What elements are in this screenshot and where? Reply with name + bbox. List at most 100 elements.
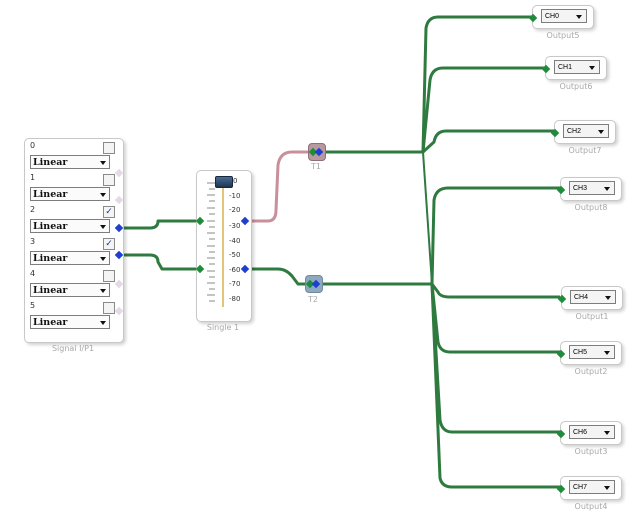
output-ch4-select[interactable]: CH4: [570, 290, 616, 304]
channel-0-index: 0: [30, 141, 36, 150]
wire-to-ch3: [430, 186, 560, 285]
fader-tick-label: -20: [229, 206, 241, 214]
wire-fader-to-t1: [246, 150, 312, 223]
checkmark-icon: ✓: [105, 207, 113, 217]
output-ch0-select[interactable]: CH0: [541, 9, 587, 23]
junction-t2-caption: T2: [308, 295, 318, 304]
channel-4-index: 4: [30, 269, 36, 278]
fader-tick-label: -70: [229, 280, 241, 288]
wire-to-ch2: [421, 129, 555, 154]
chevron-down-icon: [100, 321, 106, 325]
chevron-down-icon: [589, 66, 595, 70]
fader-knob[interactable]: [215, 176, 233, 188]
output-ch1-select[interactable]: CH1: [554, 60, 600, 74]
output-ch7-value: CH7: [573, 484, 588, 491]
channel-5-enable-checkbox[interactable]: [103, 302, 115, 314]
channel-4-mode-select[interactable]: Linear: [30, 283, 110, 297]
output-ch6-select[interactable]: CH6: [569, 425, 615, 439]
wire-fader-to-t2: [246, 267, 306, 286]
channel-1-mode-select[interactable]: Linear: [30, 187, 110, 201]
chevron-down-icon: [604, 187, 610, 191]
output-ch2-value: CH2: [567, 128, 582, 135]
channel-3-mode-value: Linear: [33, 253, 68, 264]
channel-1-enable-checkbox[interactable]: [103, 174, 115, 186]
output-ch6-value: CH6: [573, 429, 588, 436]
output-ch0-caption: Output5: [546, 31, 580, 40]
channel-4-mode-value: Linear: [33, 285, 68, 296]
chevron-down-icon: [100, 289, 106, 293]
channel-3-enable-checkbox[interactable]: ✓: [103, 238, 115, 250]
chevron-down-icon: [598, 130, 604, 134]
wire-signal3-to-fader: [120, 253, 200, 271]
output-block-ch5[interactable]: CH5: [556, 341, 622, 365]
chevron-down-icon: [604, 486, 610, 490]
channel-3-index: 3: [30, 237, 36, 246]
fader-tick-label: -50: [229, 251, 241, 259]
fader-scale: [207, 181, 224, 307]
channel-4-enable-checkbox[interactable]: [103, 270, 115, 282]
output-ch7-select[interactable]: CH7: [569, 480, 615, 494]
chevron-down-icon: [100, 193, 106, 197]
output-block-ch6[interactable]: CH6: [556, 421, 622, 445]
fader-tick-label: 0: [233, 177, 238, 185]
output-ch3-caption: Output8: [574, 203, 608, 212]
chevron-down-icon: [100, 225, 106, 229]
channel-5-mode-select[interactable]: Linear: [30, 315, 110, 329]
channel-2-mode-select[interactable]: Linear: [30, 219, 110, 233]
fader-tick-label: -80: [229, 295, 241, 303]
wire-to-ch0: [421, 15, 531, 153]
channel-5-index: 5: [30, 301, 36, 310]
chevron-down-icon: [100, 257, 106, 261]
chevron-down-icon: [604, 351, 610, 355]
output-ch5-value: CH5: [573, 349, 588, 356]
wire-signal2-to-fader: [120, 219, 200, 230]
output-ch4-value: CH4: [574, 294, 589, 301]
chevron-down-icon: [604, 431, 610, 435]
channel-2-index: 2: [30, 205, 36, 214]
chevron-down-icon: [100, 161, 106, 165]
chevron-down-icon: [605, 296, 611, 300]
wire-to-ch7: [430, 283, 560, 489]
wire-to-ch4: [430, 283, 560, 299]
wire-to-ch1: [421, 66, 545, 153]
output-ch0-value: CH0: [545, 13, 560, 20]
output-block-ch4[interactable]: CH4: [557, 286, 623, 310]
channel-2-mode-value: Linear: [33, 221, 68, 232]
fader-tick-label: -60: [229, 266, 241, 274]
junction-t1-caption: T1: [311, 162, 321, 171]
output-ch1-caption: Output6: [559, 82, 593, 91]
output-ch1-value: CH1: [558, 64, 573, 71]
chevron-down-icon: [576, 15, 582, 19]
channel-0-enable-checkbox[interactable]: [103, 142, 115, 154]
output-ch4-caption: Output1: [575, 312, 609, 321]
wire-t2-cross: [422, 151, 433, 285]
channel-3-mode-select[interactable]: Linear: [30, 251, 110, 265]
signal-block-caption: Signal I/P1: [51, 344, 95, 353]
signal-input-block[interactable]: 0 Linear 1 Linear 2 ✓ Linear 3 ✓ Linear …: [24, 138, 124, 343]
output-ch2-caption: Output7: [568, 146, 602, 155]
fader-tick-label: -40: [229, 237, 241, 245]
channel-0-mode-value: Linear: [33, 157, 68, 168]
output-block-ch3[interactable]: CH3: [556, 177, 622, 201]
channel-5-mode-value: Linear: [33, 317, 68, 328]
fader-tick-label: -30: [229, 222, 241, 230]
output-ch3-value: CH3: [573, 185, 588, 192]
channel-2-enable-checkbox[interactable]: ✓: [103, 206, 115, 218]
output-ch5-select[interactable]: CH5: [569, 345, 615, 359]
fader-block[interactable]: 0 -10 -20 -30 -40 -50 -60 -70 -80: [196, 170, 252, 322]
output-ch5-caption: Output2: [574, 367, 608, 376]
output-ch2-select[interactable]: CH2: [563, 124, 609, 138]
output-block-ch1[interactable]: CH1: [541, 56, 607, 80]
channel-0-mode-select[interactable]: Linear: [30, 155, 110, 169]
output-block-ch0[interactable]: CH0: [528, 5, 594, 29]
output-ch3-select[interactable]: CH3: [569, 181, 615, 195]
output-block-ch2[interactable]: CH2: [550, 120, 616, 144]
channel-1-index: 1: [30, 173, 36, 182]
output-block-ch7[interactable]: CH7: [556, 476, 622, 500]
output-ch7-caption: Output4: [574, 502, 608, 511]
wire-to-ch6: [430, 283, 560, 434]
output-ch6-caption: Output3: [574, 447, 608, 456]
fader-block-caption: Single 1: [206, 323, 240, 332]
channel-1-mode-value: Linear: [33, 189, 68, 200]
